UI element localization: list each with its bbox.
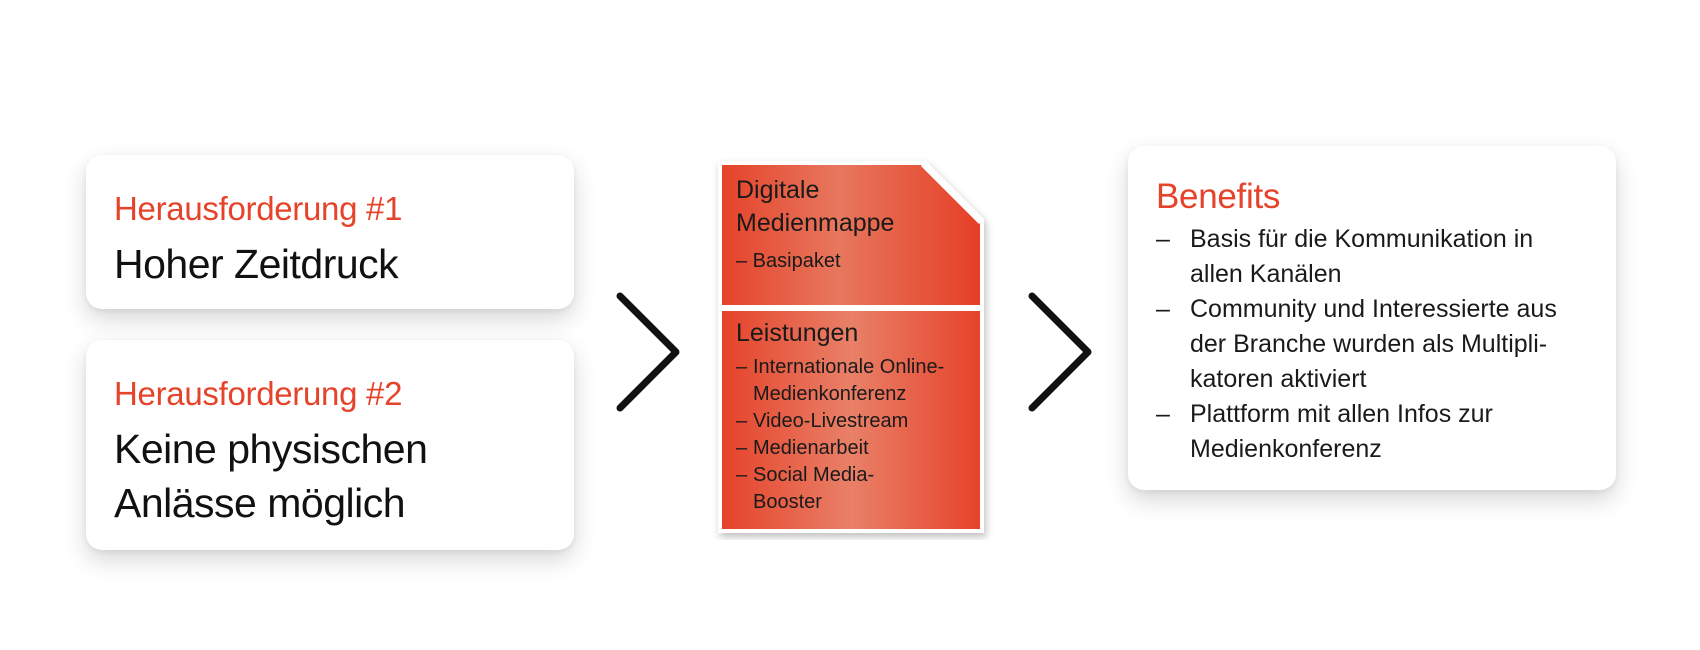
benefit-line: der Branche wurden als Multipli- <box>1190 330 1548 358</box>
benefit-line: Community und Interessierte aus <box>1190 295 1557 323</box>
benefit-line: Plattform mit allen Infos zur <box>1190 400 1493 428</box>
challenge-1-line: Hoher Zeitdruck <box>114 241 399 287</box>
service-line: Social Media- <box>753 464 875 486</box>
dash: – <box>736 464 748 486</box>
service-line: Medienarbeit <box>753 437 869 459</box>
service-line: Internationale Online- <box>753 356 945 378</box>
benefit-line: Basis für die Kommunikation in <box>1190 225 1534 253</box>
services-list: – Internationale Online-Medienkonferenz … <box>736 354 944 516</box>
document-icon <box>718 161 984 533</box>
chevron-right-icon <box>616 292 680 412</box>
list-item: – Video-Livestream <box>736 408 944 435</box>
benefit-line: Medienkonferenz <box>1190 435 1382 463</box>
list-item: – Social Media- Booster <box>736 462 944 516</box>
dash: – <box>736 356 748 378</box>
challenge-2-line: Keine physischen <box>114 426 428 472</box>
challenge-1-kicker: Herausforderung #1 <box>114 190 403 227</box>
dash: – <box>1156 225 1170 253</box>
dash: – <box>1156 295 1170 323</box>
benefit-line: allen Kanälen <box>1190 260 1342 288</box>
document-title: Digitale Medienmappe <box>736 174 894 240</box>
benefit-line: katoren aktiviert <box>1190 365 1367 393</box>
list-item: – Community und Interessierte aus der Bra… <box>1156 292 1588 397</box>
benefits-list: – Basis für die Kommunikation in allen Ka… <box>1156 222 1588 467</box>
challenge-2-text: Keine physischen Anlässe möglich <box>114 422 546 530</box>
list-item: – Internationale Online- Medienkonferenz <box>736 354 944 408</box>
dash: – <box>736 437 748 459</box>
service-line: Video-Livestream <box>753 410 909 432</box>
challenge-card-2: Herausforderung #2 Keine physischen Anlä… <box>86 340 574 550</box>
services-title: Leistungen <box>736 319 859 347</box>
document-title-line: Digitale <box>736 176 820 204</box>
dash: – <box>1156 400 1170 428</box>
list-item: – Medienarbeit <box>736 435 944 462</box>
list-item: – Basis für die Kommunikation in allen Ka… <box>1156 222 1588 292</box>
document-basis-item: – Basipaket <box>736 250 841 272</box>
document-title-line: Medienmappe <box>736 209 895 237</box>
service-line: Medienkonferenz <box>753 383 907 405</box>
challenge-2-kicker: Herausforderung #2 <box>114 375 403 412</box>
challenge-card-1: Herausforderung #1 Hoher Zeitdruck <box>86 155 574 309</box>
challenge-1-text: Hoher Zeitdruck <box>114 237 546 291</box>
dash: – <box>736 410 748 432</box>
challenge-2-line: Anlässe möglich <box>114 480 406 526</box>
service-line: Booster <box>753 491 822 513</box>
benefits-title: Benefits <box>1156 177 1281 216</box>
chevron-right-icon <box>1028 292 1092 412</box>
benefits-card: Benefits – Basis für die Kommunikation i… <box>1128 146 1616 490</box>
